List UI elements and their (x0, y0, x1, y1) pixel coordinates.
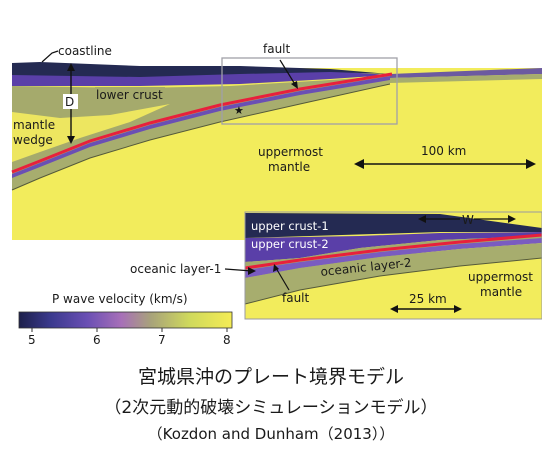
inset-fault-leader-head (273, 264, 279, 272)
oceanic-layer-1-leader (224, 268, 253, 272)
lower-crust-label: lower crust (96, 88, 163, 102)
inset-section: upper crust-1 upper crust-2 oceanic laye… (244, 211, 542, 320)
main-scale-label: 100 km (421, 144, 466, 158)
slab-purple-layer (12, 76, 390, 178)
colorbar-title: P wave velocity (km/s) (52, 292, 188, 306)
inset-fault-leader (275, 267, 290, 291)
coastline-leader (41, 50, 59, 63)
main-section: ★ D coastline fault lower crust mantle w… (11, 42, 542, 240)
inset-scale-label: 25 km (409, 292, 447, 306)
main-fault-line (11, 72, 393, 174)
colorbar-tick-label-5: 5 (28, 333, 36, 347)
caption-title: 宮城県沖のプレート境界モデル (137, 366, 404, 388)
caption-subtitle: （2次元動的破壊シミュレーションモデル） (104, 398, 438, 418)
inset-border (244, 211, 542, 320)
colorbar-gradient (18, 311, 233, 329)
lower-crust-label-bg (95, 87, 165, 101)
upper-crust-1-region (12, 62, 390, 77)
inset-slab-edge (244, 257, 542, 305)
oceanic-layer-right (390, 74, 542, 83)
inset-W-arrow-left (418, 215, 426, 223)
mantle-wedge-label-2: wedge (13, 133, 53, 147)
D-arrow-top (67, 63, 75, 71)
inset-fault-label: fault (282, 291, 310, 305)
inset-upper-crust-1-label: upper crust-1 (251, 219, 329, 233)
zoom-box (221, 57, 398, 125)
D-label-bg (63, 94, 78, 109)
oceanic-layer-1-leader-head (248, 267, 256, 275)
inset-uppermost-label-1: uppermost (468, 270, 533, 284)
oceanic-surface-right (390, 68, 542, 78)
main-fault-label: fault (263, 42, 291, 56)
inset-oceanic-layer-1 (245, 238, 542, 278)
inset-oceanic-layer-2 (245, 243, 542, 304)
caption-citation: （Kozdon and Dunham（2013）） (147, 425, 395, 443)
uppermost-mantle-label-1: uppermost (258, 145, 323, 159)
main-scale-arrow-right (526, 159, 536, 169)
lower-crust-region (12, 76, 390, 178)
inset-upper-crust-2 (245, 232, 542, 262)
oceanic-layer-1-label: oceanic layer-1 (130, 262, 221, 276)
inset-scale-arrow-right (454, 305, 462, 313)
hypocenter-star: ★ (234, 104, 244, 117)
inset-uppermost-label-2: mantle (480, 285, 522, 299)
main-fault-leader-head (291, 81, 298, 89)
inset-upper-crust-1 (245, 213, 542, 238)
inset-W-arrow-right (508, 215, 516, 223)
main-scale-arrow-left (354, 159, 364, 169)
upper-crust-2-region (12, 71, 390, 86)
coastline-label: coastline (58, 44, 112, 58)
colorbar: P wave velocity (km/s) 5 6 7 8 (18, 292, 233, 347)
colorbar-tick-label-7: 7 (158, 333, 166, 347)
D-arrow-bottom (67, 136, 75, 144)
D-label: D (65, 95, 74, 109)
inset-W-label: W (462, 213, 474, 227)
mantle-wedge-region (12, 104, 170, 162)
slab-oceanic-layer (12, 78, 390, 190)
slab-lower-edge (11, 83, 391, 191)
uppermost-mantle-label-2: mantle (268, 160, 310, 174)
inset-scale-arrow-left (390, 305, 398, 313)
inset-upper-crust-2-label: upper crust-2 (251, 237, 329, 251)
inset-fault-line (244, 233, 542, 270)
mantle-wedge-label-1: mantle (13, 118, 55, 132)
colorbar-tick-label-8: 8 (223, 333, 231, 347)
colorbar-tick-label-6: 6 (93, 333, 101, 347)
main-fault-leader (279, 59, 297, 87)
